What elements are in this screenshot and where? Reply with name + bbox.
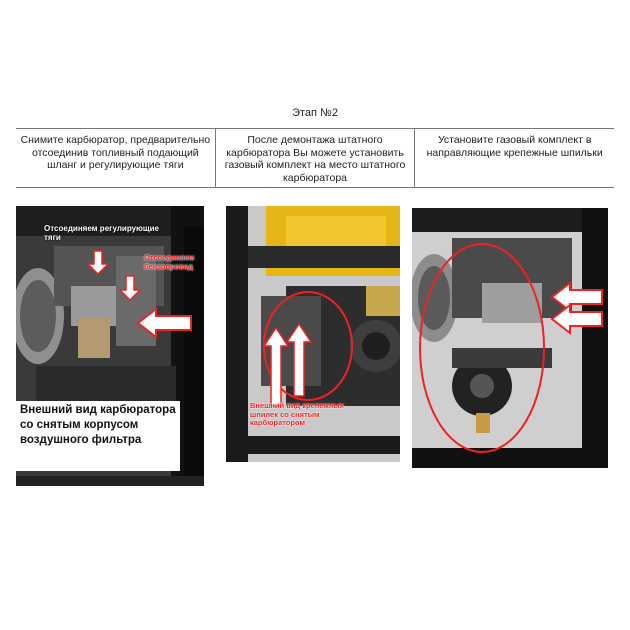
step-1-text: Снимите карбюратор, предварительно отсое… xyxy=(20,134,211,171)
step-2-text: После демонтажа штатного карбюратора Вы … xyxy=(214,129,415,187)
photo-gas-kit-installed xyxy=(412,208,608,468)
step-3-text: Установите газовый комплект в направляющ… xyxy=(414,129,614,187)
photo-2-image xyxy=(226,206,400,462)
photo-2-caption: Внешний вид крепежных шпилек со снятым к… xyxy=(250,401,344,427)
photo-1-image xyxy=(16,206,204,486)
label-disconnect-rods: Отсоединяем регулирующие тяги xyxy=(44,224,159,242)
stage-title: Этап №2 xyxy=(292,107,338,119)
photo-3-image xyxy=(412,208,608,468)
steps-table: Снимите карбюратор, предварительно отсое… xyxy=(16,128,614,188)
photo-mounting-studs: Внешний вид крепежных шпилек со снятым к… xyxy=(226,206,400,462)
label-disconnect-fuel: Отсоединяем бензопровод xyxy=(144,253,195,271)
photo-carburetor-removal: Отсоединяем регулирующие тяги Отсоединяе… xyxy=(16,206,204,486)
photo-1-caption: Внешний вид карбюратора со снятым корпус… xyxy=(16,401,180,471)
